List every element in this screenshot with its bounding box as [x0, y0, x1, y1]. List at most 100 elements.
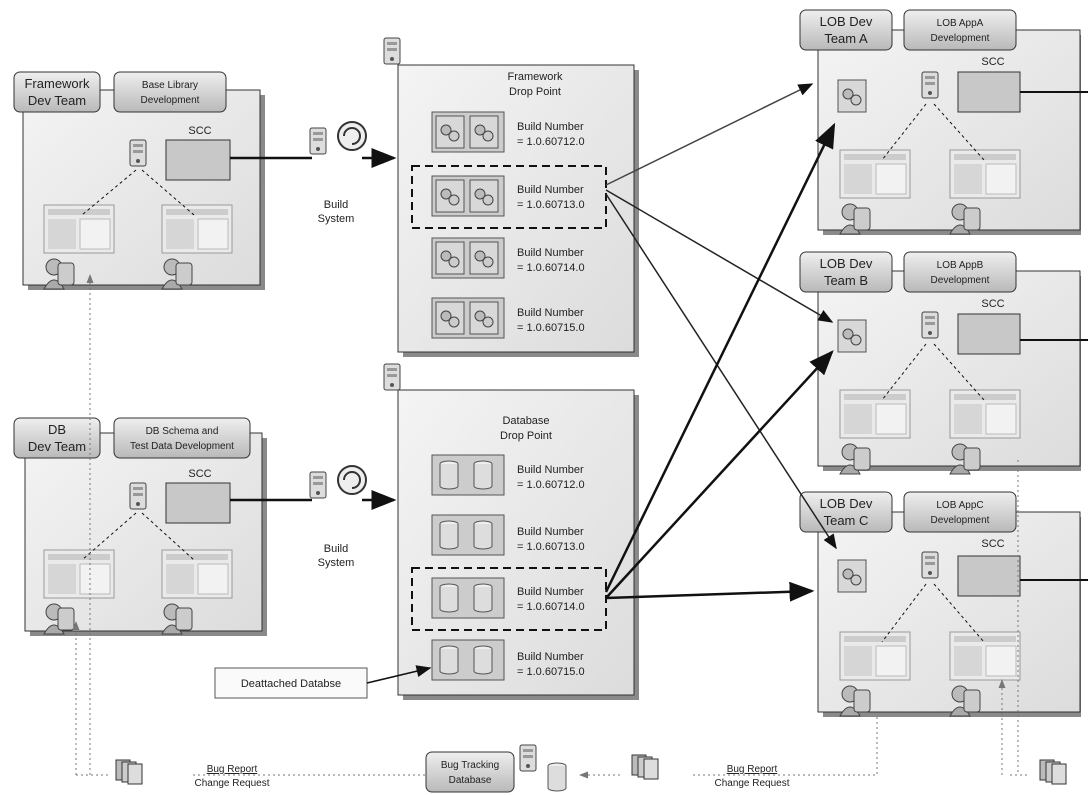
build-number-value: = 1.0.60712.0 [517, 136, 585, 148]
db-scc-label: SCC [188, 468, 211, 480]
database-build-row: Build Number = 1.0.60712.0 [431, 454, 585, 496]
framework-drop-title-1: Framework [507, 71, 563, 83]
build-number-label: Build Number [517, 526, 584, 538]
framework-build-row: Build Number = 1.0.60713.0 [431, 175, 585, 217]
package-icon [469, 301, 499, 335]
database-icon [473, 583, 493, 613]
db-team-label-2: Dev Team [28, 439, 86, 454]
framework-dev-team-group: Framework Dev Team Base Library Developm… [13, 71, 265, 290]
lob-dev-label-1: LOB AppB [937, 260, 984, 271]
lob-team-label-2: Team B [824, 273, 868, 288]
database-icon [439, 645, 459, 675]
lob-server-icon [921, 551, 939, 579]
build-system-label-2: System [318, 557, 355, 569]
build-number-value: = 1.0.60713.0 [517, 199, 585, 211]
db-scc-icon [165, 482, 231, 524]
db-team-label-1: DB [48, 422, 66, 437]
detached-db-arrow [366, 665, 432, 684]
bug-tracking-server-icon [519, 744, 537, 772]
framework-drop-point: Framework Drop Point Build Number = 1.0.… [383, 37, 639, 357]
framework-build-row: Build Number = 1.0.60715.0 [431, 297, 585, 339]
lob-scc-label: SCC [981, 538, 1004, 550]
lob-team-tag [799, 9, 893, 51]
build-number-label: Build Number [517, 184, 584, 196]
build-number-value: = 1.0.60715.0 [517, 666, 585, 678]
database-build-row: Build Number = 1.0.60713.0 [431, 514, 585, 556]
bug-tracking: Bug Report Change Request Bug Report Cha… [72, 274, 1067, 793]
lob-team-tag [799, 251, 893, 293]
framework-drop-title-2: Drop Point [509, 86, 561, 98]
database-icon [473, 460, 493, 490]
lob-team-box [817, 511, 1081, 713]
lob-team-label-1: LOB Dev [820, 256, 873, 271]
lob-dev-label-1: LOB AppA [937, 18, 984, 29]
package-icon [469, 179, 499, 213]
package-icon [435, 241, 465, 275]
lob-scc-label: SCC [981, 56, 1004, 68]
db-dev-team-group: DB Dev Team DB Schema and Test Data Deve… [13, 417, 267, 636]
db-team-tag [13, 417, 101, 459]
database-build-row: Build Number = 1.0.60714.0 [431, 577, 585, 619]
database-icon [473, 645, 493, 675]
package-icon [435, 301, 465, 335]
framework-scc-label: SCC [188, 125, 211, 137]
package-icon [469, 241, 499, 275]
lob-team-box [817, 29, 1081, 231]
bug-report-doc-icon [115, 759, 143, 785]
framework-team-box [22, 89, 261, 286]
framework-dev-label-2: Development [141, 95, 200, 106]
package-icon [837, 319, 867, 353]
build-number-label: Build Number [517, 464, 584, 476]
db-dev-tag [113, 417, 251, 459]
lob-scc-icon [957, 313, 1021, 355]
lob-server-icon [921, 311, 939, 339]
refresh-icon [337, 121, 367, 151]
build-system-1: Build System [309, 121, 367, 225]
bug-report-label-left-1: Bug Report [207, 764, 258, 775]
lob-team-label-1: LOB Dev [820, 14, 873, 29]
selected-build-highlight [411, 165, 607, 229]
lob-dev-tag [903, 9, 1017, 51]
framework-build-row: Build Number = 1.0.60712.0 [431, 111, 585, 153]
framework-dev-tag [113, 71, 227, 113]
lob-dev-label-2: Development [931, 515, 990, 526]
distribution-arrows [604, 83, 837, 602]
lob-team-b: LOB Dev Team B LOB AppB Development SCC [799, 251, 1088, 475]
database-icon [473, 520, 493, 550]
build-system-label-2: System [318, 213, 355, 225]
build-server-icon [309, 471, 327, 499]
lob-scc-icon [957, 71, 1021, 113]
build-number-label: Build Number [517, 307, 584, 319]
db-dev-label-2: Test Data Development [130, 441, 234, 452]
db-dev-label-1: DB Schema and [146, 426, 219, 437]
build-number-value: = 1.0.60715.0 [517, 322, 585, 334]
lob-dev-label-1: LOB AppC [936, 500, 983, 511]
package-icon [469, 115, 499, 149]
build-number-label: Build Number [517, 121, 584, 133]
build-number-label: Build Number [517, 586, 584, 598]
bug-tracking-db-tag [425, 751, 515, 793]
database-drop-title-2: Drop Point [500, 430, 552, 442]
build-number-value: = 1.0.60714.0 [517, 601, 585, 613]
build-number-value: = 1.0.60712.0 [517, 479, 585, 491]
build-system-label-1: Build [324, 199, 348, 211]
lob-team-label-1: LOB Dev [820, 496, 873, 511]
bug-report-doc-icon [631, 754, 659, 780]
lob-team-tag [799, 491, 893, 533]
database-icon [439, 583, 459, 613]
bug-report-label-right-2: Change Request [714, 778, 789, 789]
framework-build-row: Build Number = 1.0.60714.0 [431, 237, 585, 279]
lob-dev-label-2: Development [931, 275, 990, 286]
bug-report-label-right-1: Bug Report [727, 764, 778, 775]
lob-team-label-2: Team C [824, 513, 869, 528]
database-build-row: Build Number = 1.0.60715.0 [431, 639, 585, 681]
database-icon [439, 460, 459, 490]
framework-dev-label-1: Base Library [142, 80, 198, 91]
database-drop-title-1: Database [502, 415, 549, 427]
lob-team-a: LOB Dev Team A LOB AppA Development SCC [799, 9, 1088, 235]
framework-team-label-2: Dev Team [28, 93, 86, 108]
db-server-icon [129, 482, 147, 510]
bug-tracking-label-2: Database [449, 775, 492, 786]
build-number-value: = 1.0.60714.0 [517, 262, 585, 274]
